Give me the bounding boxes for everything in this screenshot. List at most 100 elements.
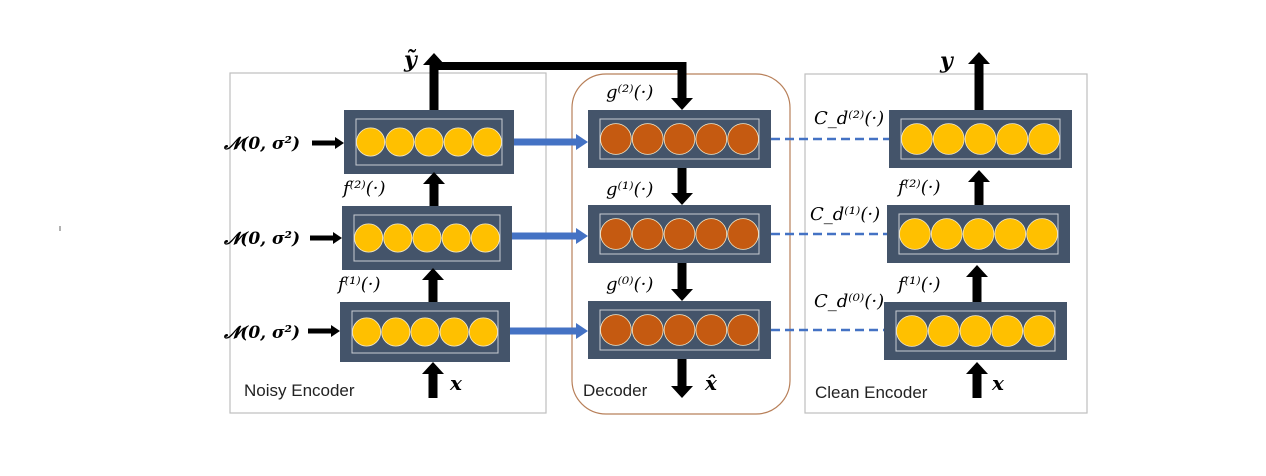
decoder-unit: [600, 314, 632, 346]
layer-inner-frame: [895, 310, 1056, 352]
encoder-unit: [964, 123, 997, 155]
encoder-unit: [412, 223, 442, 253]
layer-inner-frame: [599, 213, 760, 255]
cost-cd0-label: C_d⁽⁰⁾(·): [814, 291, 884, 312]
encoder-unit: [439, 317, 469, 347]
clean-output-arrow: [968, 52, 990, 110]
decoder-layer-2: [588, 110, 771, 168]
lateral-arrow-bottom: [510, 323, 588, 339]
decoder-unit: [631, 123, 664, 155]
decoder-unit: [663, 314, 696, 346]
noise-label-bottom: 𝓝(0, σ²): [223, 323, 300, 343]
encoder-unit: [354, 223, 384, 253]
layer-inner-frame: [599, 309, 760, 351]
noisy-layer-1: [342, 206, 512, 270]
encoder-unit: [932, 123, 965, 155]
decoder-unit: [600, 218, 632, 250]
clean-f1-arrow: [966, 265, 988, 302]
clean-layer-1: [887, 205, 1070, 263]
noisy-f2-arrow: [423, 172, 445, 206]
encoder-unit: [385, 127, 415, 157]
decoder-unit: [727, 314, 759, 346]
decoder-layer-1: [588, 205, 771, 263]
clean-encoder-label: Clean Encoder: [815, 383, 928, 402]
encoder-unit: [1026, 218, 1058, 250]
encoder-unit: [472, 127, 502, 157]
decoder-layer-0: [588, 301, 771, 359]
encoder-unit: [383, 223, 413, 253]
decoder-g2-label: g⁽²⁾(·): [606, 82, 653, 103]
encoder-unit: [1023, 315, 1055, 347]
clean-f1-label: f⁽¹⁾(·): [896, 274, 941, 295]
encoder-unit: [443, 127, 473, 157]
decoder-unit: [663, 218, 696, 250]
clean-layer-0: [884, 302, 1067, 360]
noise-arrow-bottom: [308, 325, 340, 337]
encoder-unit: [962, 218, 995, 250]
clean-input-x: x: [991, 371, 1005, 395]
lateral-arrow-mid: [512, 228, 588, 244]
encoder-unit: [441, 223, 471, 253]
encoder-unit: [959, 315, 992, 347]
noisy-input-arrow: [422, 362, 444, 398]
encoder-unit: [991, 315, 1024, 347]
encoder-unit: [352, 317, 382, 347]
encoder-unit: [381, 317, 411, 347]
decoder-g1-arrow: [671, 168, 693, 205]
decoder-unit: [695, 314, 728, 346]
encoder-unit: [994, 218, 1027, 250]
decoder-g0-arrow: [671, 263, 693, 301]
decoder-unit: [663, 123, 696, 155]
decoder-label: Decoder: [583, 381, 648, 400]
layer-inner-frame: [900, 118, 1061, 160]
clean-input-arrow: [966, 362, 988, 398]
encoder-unit: [901, 123, 933, 155]
noisy-f2-label: f⁽²⁾(·): [341, 178, 386, 199]
cost-cd1-label: C_d⁽¹⁾(·): [810, 204, 880, 225]
y-tilde-to-decoder-connector: [434, 62, 686, 70]
decoder-unit: [695, 218, 728, 250]
noise-arrow-mid: [310, 232, 342, 244]
encoder-unit: [414, 127, 444, 157]
decoder-output-x-hat: x̂: [704, 371, 718, 395]
noise-label-top: 𝓝(0, σ²): [223, 134, 300, 154]
cost-cd2-label: C_d⁽²⁾(·): [814, 108, 884, 129]
noisy-layer-2: [344, 110, 514, 174]
encoder-unit: [1028, 123, 1060, 155]
encoder-unit: [470, 223, 500, 253]
decoder-g1-label: g⁽¹⁾(·): [606, 179, 653, 200]
noise-label-mid: 𝓝(0, σ²): [223, 229, 300, 249]
layer-inner-frame: [353, 214, 501, 262]
noisy-f1-label: f⁽¹⁾(·): [336, 274, 381, 295]
encoder-unit: [930, 218, 963, 250]
lateral-arrow-top: [514, 134, 588, 150]
encoder-unit: [410, 317, 440, 347]
encoder-unit: [468, 317, 498, 347]
layer-inner-frame: [898, 213, 1059, 255]
noisy-encoder-label: Noisy Encoder: [244, 381, 355, 400]
decoder-unit: [631, 218, 664, 250]
decoder-output-arrow: [671, 359, 693, 398]
layer-inner-frame: [351, 310, 499, 354]
noisy-f1-arrow: [422, 268, 444, 302]
decoder-unit: [727, 218, 759, 250]
encoder-unit: [927, 315, 960, 347]
encoder-unit: [356, 127, 386, 157]
decoder-g0-label: g⁽⁰⁾(·): [606, 274, 653, 295]
clean-f2-arrow: [968, 170, 990, 205]
clean-f2-label: f⁽²⁾(·): [896, 177, 941, 198]
encoder-unit: [899, 218, 931, 250]
decoder-unit: [695, 123, 728, 155]
clean-output-y: y: [939, 48, 955, 74]
noisy-output-y-tilde: ỹ: [403, 47, 419, 73]
decoder-unit: [600, 123, 632, 155]
decoder-top-input-arrow: [671, 62, 693, 110]
layer-inner-frame: [599, 118, 760, 160]
noisy-layer-0: [340, 302, 510, 362]
decoder-unit: [727, 123, 759, 155]
encoder-unit: [896, 315, 928, 347]
encoder-unit: [996, 123, 1029, 155]
layer-inner-frame: [355, 118, 503, 166]
noise-arrow-top: [312, 137, 344, 149]
